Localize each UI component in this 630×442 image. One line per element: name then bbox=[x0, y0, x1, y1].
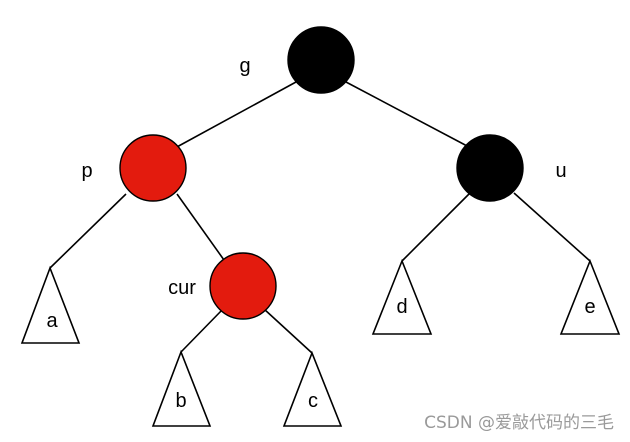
edge-g-p bbox=[174, 81, 297, 149]
label-u: u bbox=[555, 160, 566, 182]
label-cur: cur bbox=[168, 277, 196, 299]
subtree-c-triangle bbox=[282, 350, 343, 427]
node-p bbox=[119, 134, 187, 202]
subtree-c-label: c bbox=[308, 390, 318, 412]
subtree-d-triangle bbox=[371, 258, 433, 335]
subtree-a-label: a bbox=[46, 310, 58, 332]
edge-cur-b bbox=[180, 308, 224, 353]
subtree-d-label: d bbox=[396, 296, 407, 318]
subtree-b-label: b bbox=[175, 390, 186, 412]
edge-p-cur bbox=[176, 193, 225, 261]
node-u bbox=[456, 134, 524, 202]
label-g: g bbox=[239, 55, 250, 77]
subtree-a-triangle bbox=[20, 265, 81, 344]
edge-g-u bbox=[345, 81, 470, 148]
subtree-e-triangle bbox=[559, 258, 621, 335]
edge-p-a bbox=[49, 193, 127, 269]
edge-cur-c bbox=[263, 308, 313, 354]
edge-u-e bbox=[513, 192, 591, 262]
subtree-e-label: e bbox=[584, 296, 595, 318]
label-p: p bbox=[81, 160, 92, 182]
node-g bbox=[287, 26, 355, 94]
subtree-b-triangle bbox=[151, 349, 212, 427]
watermark-text: CSDN @爱敲代码的三毛 bbox=[424, 413, 614, 433]
node-cur bbox=[209, 252, 277, 320]
edge-u-d bbox=[401, 192, 471, 262]
